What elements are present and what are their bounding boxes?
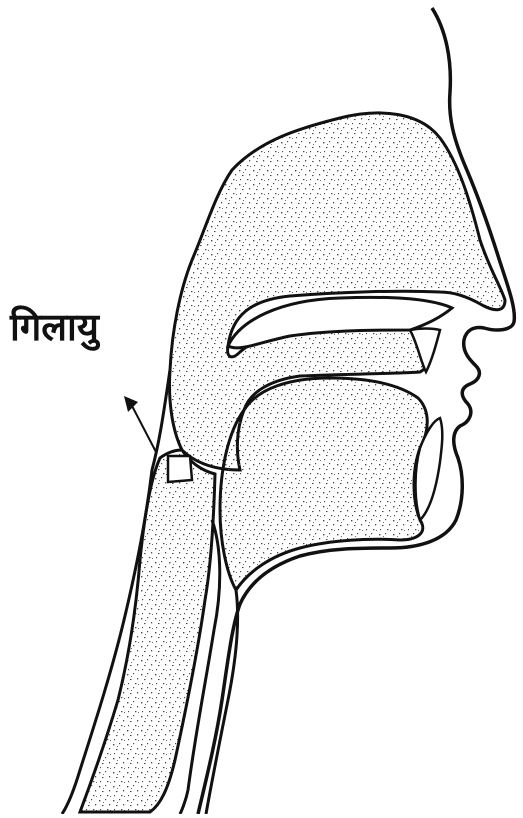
tonsil-marker — [168, 456, 192, 482]
label-pointer-arrowhead — [124, 396, 138, 412]
gilayu-label: गिलायु — [10, 308, 99, 346]
tongue-region — [220, 378, 427, 590]
label-pointer-line — [130, 402, 156, 452]
